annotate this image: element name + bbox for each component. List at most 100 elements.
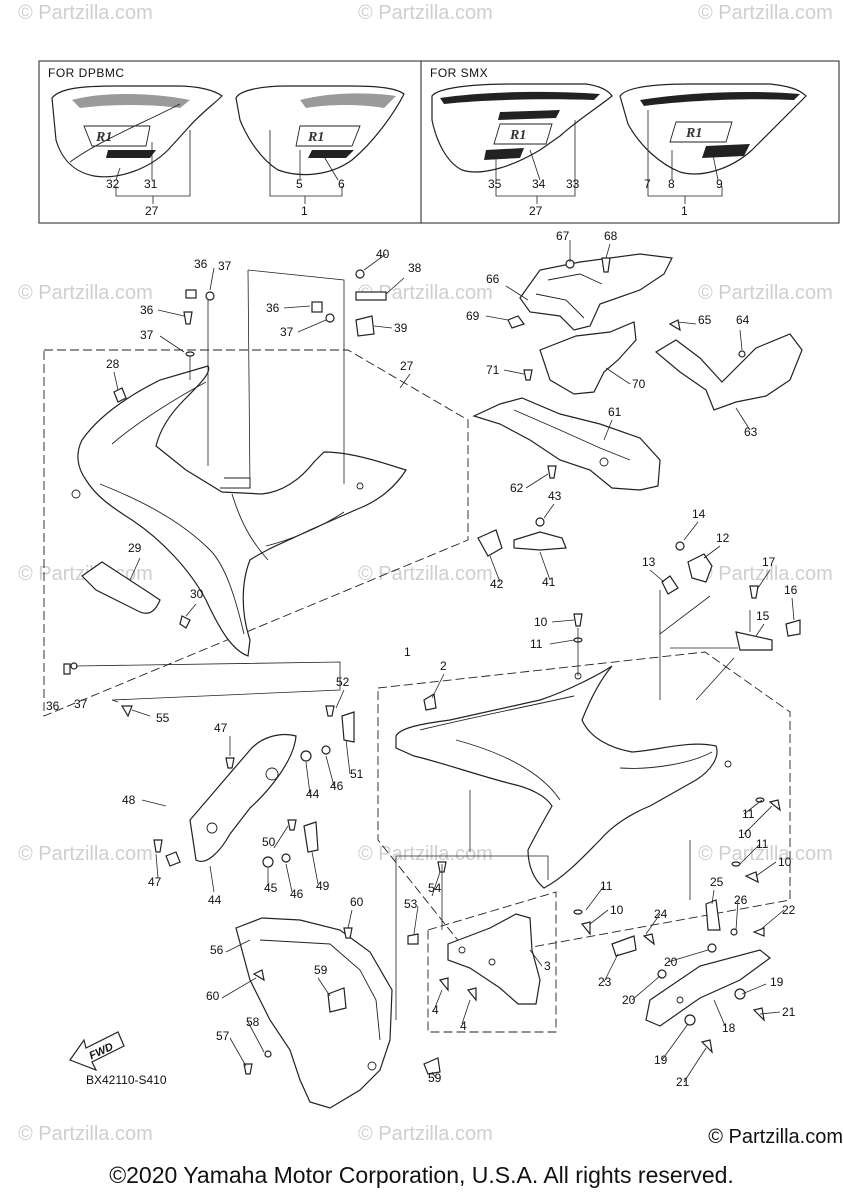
callout-37: 37 [74,697,88,711]
diagram-reference: BX42110-S410 [86,1073,167,1087]
group-outline-1 [377,651,791,959]
fastener-group [63,269,387,718]
callout-1: 1 [404,645,411,659]
watermark: © Partzilla.com [358,2,493,24]
svg-text:R1: R1 [95,130,112,145]
callout-66: 66 [486,272,500,286]
callout-37: 37 [280,325,294,339]
callout-20: 20 [622,993,636,1007]
callout-46: 46 [290,887,304,901]
callout-5: 5 [296,177,303,191]
callout-4: 4 [460,1019,467,1033]
callout-43: 43 [548,489,562,503]
under-cowl-56 [235,917,393,1109]
fastener-group [407,861,477,1002]
callout-62: 62 [510,481,524,495]
callout-68: 68 [604,229,618,243]
callout-10: 10 [778,855,792,869]
variant-label-right: FOR SMX [430,66,488,80]
callout-37: 37 [140,328,154,342]
fastener-group [153,705,355,868]
fastener-group [573,613,781,936]
callout-45: 45 [264,881,278,895]
watermark: © Partzilla.com [358,1123,493,1145]
watermark: © Partzilla.com [698,563,833,585]
watermark: © Partzilla.com [18,843,153,865]
bracket-18 [645,949,771,1027]
callout-60: 60 [206,989,220,1003]
callout-7: 7 [644,177,651,191]
callout-32: 32 [106,177,120,191]
callout-8: 8 [668,177,675,191]
callout-30: 30 [190,587,204,601]
callout-15: 15 [756,609,770,623]
callout-37: 37 [218,259,232,273]
bracket-28 [113,387,127,403]
group-outline-27 [43,349,469,717]
callout-35: 35 [488,177,502,191]
copyright-notice: ©2020 Yamaha Motor Corporation, U.S.A. A… [109,1162,734,1188]
inner-panel-3 [447,913,541,1005]
callout-59: 59 [428,1071,442,1085]
watermark: © Partzilla.com [358,282,493,304]
callout-24: 24 [654,907,668,921]
callout-34: 34 [532,177,546,191]
callout-71: 71 [486,363,500,377]
callout-64: 64 [736,313,750,327]
callout-38: 38 [408,261,422,275]
callout-53: 53 [404,897,418,911]
callout-48: 48 [122,793,136,807]
callout-9: 9 [716,177,723,191]
callout-70: 70 [632,377,646,391]
inner-panel-70 [539,321,637,395]
svg-text:R1: R1 [307,130,324,145]
watermark: © Partzilla.com [698,843,833,865]
callout-56: 56 [210,943,224,957]
callout-60: 60 [350,895,364,909]
callout-11: 11 [742,807,755,821]
inner-duct-61 [472,397,661,491]
callout-10: 10 [534,615,548,629]
callout-33: 33 [566,177,580,191]
callout-69: 69 [466,309,480,323]
bracket-41 [477,517,567,557]
callout-41: 41 [542,575,556,589]
callout-49: 49 [316,879,330,893]
callout-6: 6 [338,177,345,191]
callout-65: 65 [698,313,712,327]
side-cover-graphic-left: R1 [235,85,405,176]
screw-30 [179,615,191,629]
callout-21: 21 [782,1005,796,1019]
callout-42: 42 [490,577,504,591]
callout-31: 31 [144,177,158,191]
side-panel-63 [654,333,803,411]
callout-40: 40 [376,247,390,261]
callout-59: 59 [314,963,328,977]
side-cover-graphic-right: R1 [431,83,613,173]
fwd-label: FWD [87,1041,115,1062]
side-cowling-main [395,665,732,889]
callout-47: 47 [214,721,228,735]
callout-67: 67 [556,229,570,243]
fastener-group [611,899,765,1054]
callout-36: 36 [266,301,280,315]
inner-panel-29 [81,561,161,614]
callout-61: 61 [608,405,622,419]
callout-11: 11 [530,637,543,651]
callout-10: 10 [738,827,752,841]
bracket-2 [423,693,437,711]
callout-1: 1 [301,204,308,218]
watermark: © Partzilla.com [358,843,493,865]
bracket-group-12-17 [661,541,801,651]
callout-27: 27 [145,204,159,218]
callout-14: 14 [692,507,706,521]
variant-label-left: FOR DPBMC [48,66,125,80]
upper-panel-66 [519,253,673,331]
callout-17: 17 [762,555,776,569]
watermark: © Partzilla.com [18,2,153,24]
callout-52: 52 [336,675,350,689]
callout-1: 1 [681,204,688,218]
callout-11: 11 [756,837,769,851]
callout-28: 28 [106,357,120,371]
